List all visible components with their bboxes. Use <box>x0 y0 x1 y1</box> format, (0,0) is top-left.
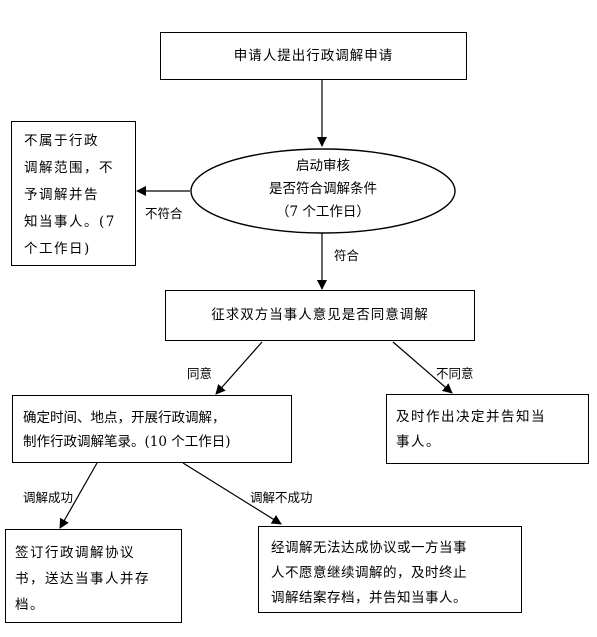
reject-line-2: 调解范围，不 <box>24 160 114 176</box>
arrow-consent-to-decision <box>392 341 453 394</box>
success-line-1: 签订行政调解协议 <box>15 545 135 561</box>
label-failure: 调解不成功 <box>250 490 313 505</box>
reject-line-1: 不属于行政 <box>24 133 99 149</box>
arrow-consent-to-mediate <box>215 341 263 395</box>
decision-line-2: 事人。 <box>396 434 441 450</box>
arrow-mediate-to-success <box>59 462 98 529</box>
label-success: 调解成功 <box>23 490 74 505</box>
mediate-line-1: 确定时间、地点，开展行政调解， <box>23 410 226 426</box>
reject-box: 不属于行政 调解范围，不 予调解并告 知当事人。(7 个工作日) <box>11 121 136 266</box>
fail-box: 经调解无法达成协议或一方当事 人不愿意继续调解的，及时终止 调解结案存档，并告知… <box>258 526 522 613</box>
label-agree: 同意 <box>187 366 213 381</box>
fail-line-3: 调解结案存档，并告知当事人。 <box>271 590 467 606</box>
consent-text: 征求双方当事人意见是否同意调解 <box>211 307 429 323</box>
reject-line-4: 知当事人。(7 <box>24 214 116 230</box>
success-line-3: 档。 <box>15 597 45 613</box>
review-text: 启动审核 是否符合调解条件 （7 个工作日） <box>223 155 423 224</box>
success-line-2: 书，送达当事人并存 <box>15 571 150 587</box>
fail-line-2: 人不愿意继续调解的，及时终止 <box>271 565 467 581</box>
success-box: 签订行政调解协议 书，送达当事人并存 档。 <box>5 529 182 623</box>
review-line-3: （7 个工作日） <box>276 204 370 220</box>
decision-line-1: 及时作出决定并告知当 <box>396 409 546 425</box>
review-line-2: 是否符合调解条件 <box>269 181 377 197</box>
review-ellipse <box>190 148 456 234</box>
reject-line-3: 予调解并告 <box>24 187 99 203</box>
review-line-1: 启动审核 <box>296 158 350 174</box>
label-not-qualified: 不符合 <box>145 206 183 221</box>
mediate-line-2: 制作行政调解笔录。(10 个工作日) <box>23 434 231 450</box>
fail-line-1: 经调解无法达成协议或一方当事 <box>271 540 467 556</box>
arrow-mediate-to-fail <box>182 462 282 525</box>
label-qualified: 符合 <box>334 248 360 263</box>
mediate-box: 确定时间、地点，开展行政调解， 制作行政调解笔录。(10 个工作日) <box>12 395 292 463</box>
start-text: 申请人提出行政调解申请 <box>233 48 394 64</box>
start-box: 申请人提出行政调解申请 <box>160 32 467 80</box>
consent-box: 征求双方当事人意见是否同意调解 <box>165 290 475 341</box>
decision-box: 及时作出决定并告知当 事人。 <box>386 394 589 464</box>
label-disagree: 不同意 <box>436 366 474 381</box>
reject-line-5: 个工作日) <box>24 241 91 257</box>
